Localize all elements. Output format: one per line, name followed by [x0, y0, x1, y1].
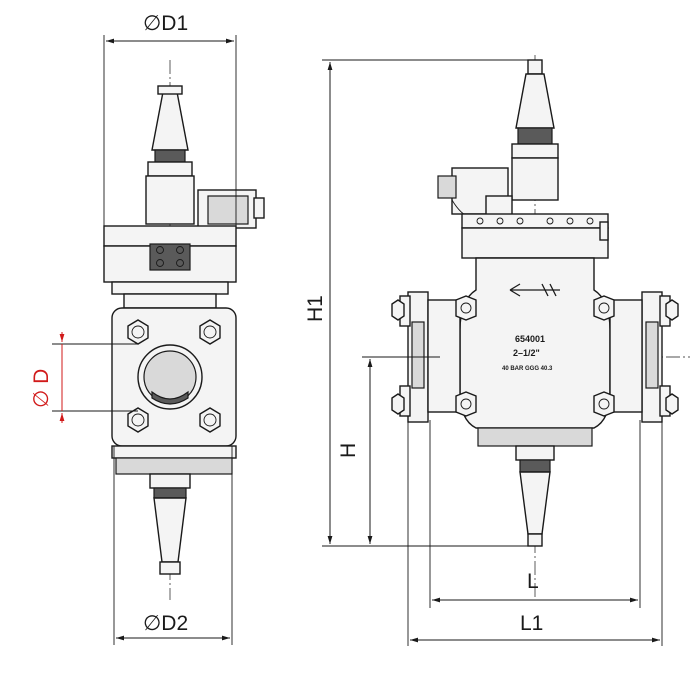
front-view: 654001 2–1/2" 40 BAR GGG 40.3	[322, 55, 690, 646]
side-upper-flange	[103, 225, 237, 247]
valve-code: 654001	[515, 334, 545, 344]
front-top-cone	[515, 73, 555, 129]
front-upper-flange	[461, 213, 609, 229]
dimension-label-d1: ∅D1	[143, 12, 188, 35]
dimension-label-h: H	[337, 443, 360, 458]
dimension-label-d: ∅ D	[30, 369, 53, 408]
dimension-label-l1: L1	[520, 612, 543, 635]
valve-rating: 40 BAR GGG 40.3	[502, 366, 553, 372]
dimension-label-d2: ∅D2	[143, 612, 188, 635]
valve-size: 2–1/2"	[513, 348, 540, 358]
side-view	[52, 35, 265, 645]
dimension-label-l: L	[527, 570, 539, 593]
side-bottom-cone	[153, 497, 187, 563]
side-top-cone	[151, 91, 189, 151]
dimension-label-h1: H1	[304, 295, 327, 322]
front-bottom-cone	[519, 471, 551, 535]
